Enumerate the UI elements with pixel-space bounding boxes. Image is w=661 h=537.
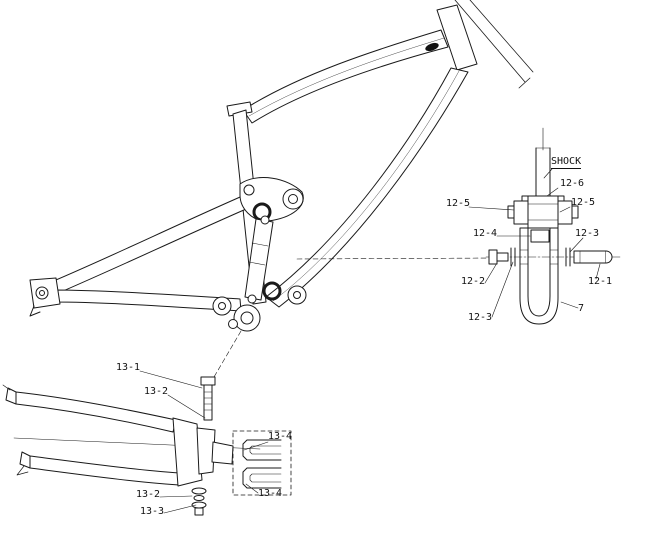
callout-13-4-bottom: 13-4 [258, 488, 283, 499]
swingarm-detail-drawing [2, 376, 292, 516]
shock-title-label: SHOCK [551, 156, 582, 169]
callout-13-3: 13-3 [140, 506, 165, 517]
bike-frame-drawing [29, 0, 534, 332]
callout-12-4: 12-4 [473, 228, 498, 239]
connector-lines [213, 257, 499, 378]
callout-13-2-bottom: 13-2 [136, 489, 161, 500]
callout-12-6: 12-6 [560, 178, 585, 189]
callout-7: 7 [578, 303, 585, 314]
callout-12-5-right: 12-5 [571, 197, 596, 208]
leader-lines [139, 187, 601, 514]
callout-12-5-left: 12-5 [446, 198, 471, 209]
callout-13-2-top: 13-2 [144, 386, 169, 397]
shock-detail-drawing [485, 127, 621, 325]
callout-12-3-right: 12-3 [575, 228, 600, 239]
callout-12-2: 12-2 [461, 276, 486, 287]
callout-13-1: 13-1 [116, 362, 141, 373]
callout-13-4-top: 13-4 [268, 431, 293, 442]
callout-12-3-bottom: 12-3 [468, 312, 493, 323]
callout-12-1: 12-1 [588, 276, 613, 287]
